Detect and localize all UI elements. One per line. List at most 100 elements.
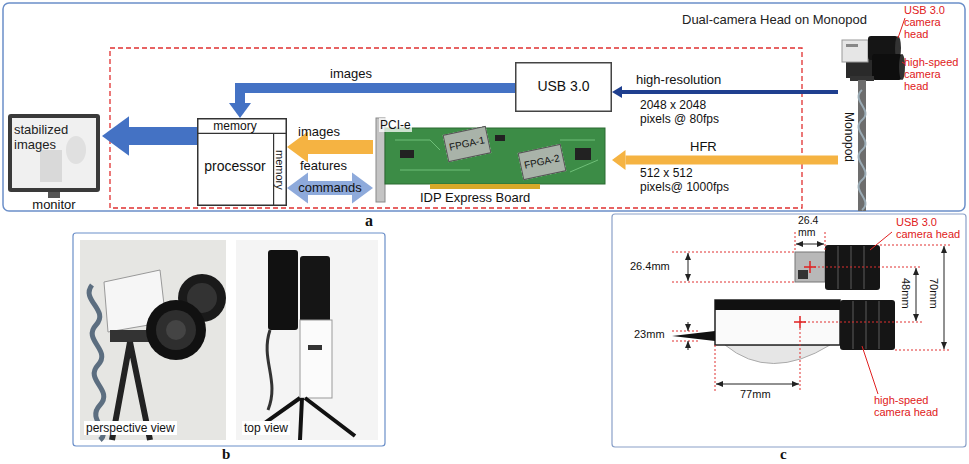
fpga-chip: FPGA-2 [518,144,567,181]
arrow-label: images [298,124,340,140]
arrow-head [102,116,129,156]
callout-text: high-speed camera head [874,394,954,418]
data-arrow [102,116,197,156]
arrow-shaft [308,140,373,154]
perspective-photo [156,310,196,350]
block-name: memory [197,119,273,133]
dimension: 77mm [740,388,771,401]
idp-express-board [495,135,505,141]
block-name: USB 3.0 [515,78,612,95]
callout-text: USB 3.0 camera head [904,4,966,40]
panel-border [73,233,385,446]
dual-camera-head [872,54,902,80]
monitor-illustration [66,136,86,164]
dimension-drawing [944,246,945,349]
top-view-photo [308,345,322,350]
perspective-photo [89,285,104,440]
dimension-drawing [688,253,689,281]
data-arrow [612,86,838,98]
top-view-photo [236,240,378,440]
arrow-shaft [240,88,515,103]
arrow-label: images [330,66,372,82]
dimension-drawing [862,232,892,394]
dimension-drawing [672,331,715,341]
dimension-drawing [672,252,795,282]
dimension-drawing [688,341,689,350]
arrow-head [612,86,622,98]
chip-name: FPGA-1 [444,134,490,155]
dimension-drawing [800,267,922,322]
perspective-photo [80,240,226,440]
arrow-head [229,103,251,118]
dimension-drawing [688,322,689,331]
board-box: PCI-eIDP Express BoardFPGA-1FPGA-2 [373,116,612,208]
top-view-photo [300,256,330,330]
monitor-illustration [12,118,96,188]
dual-camera-head [898,18,905,64]
panel-border [612,214,966,447]
idp-express-board [385,128,605,184]
arrow-label: commands [288,180,372,196]
memory-strip: memory [273,134,287,206]
dimension-drawing [715,328,800,392]
idp-express-board [400,150,414,158]
dimension-drawing [672,232,950,392]
camera-head: Monopod [838,34,904,211]
arrow-head [612,150,626,170]
block-name: memory [274,150,286,190]
dimension: 26.4 mm [798,214,826,238]
memory-strip: memory [197,118,287,134]
board-name: IDP Express Board [418,190,532,206]
monitor-illustration [40,150,62,182]
dimension-drawing [798,270,808,279]
dimension: 70mm [927,278,940,309]
dimension: 23mm [634,328,665,341]
dimension-drawing [916,268,917,321]
data-arrow [287,173,373,204]
processor-box: processormemorymemory [197,118,287,206]
top-view-photo [300,320,332,398]
dimension-drawing [880,245,950,350]
usb-interface-box: USB 3.0 [515,62,612,112]
idp-express-board [575,148,591,160]
spec-text: 2048 x 2048 pixels @ 80fps [640,98,736,126]
dual-camera-head [842,18,905,211]
dimension-drawing [794,261,816,328]
host-pc-dashed-box [110,48,802,208]
photo-caption: top view [242,421,290,435]
panel-border [3,3,965,211]
screen-text: stabilized images [14,122,78,152]
dimension-drawing [688,244,944,384]
callout-text: USB 3.0 camera head [896,216,962,240]
chip-name: FPGA-2 [519,152,565,173]
perspective-photo [146,300,206,360]
top-view-photo [267,330,272,410]
callout-text: high-speed camera head [904,56,966,92]
dimension: 48mm [899,278,912,309]
panel-letter: a [365,212,373,230]
perspective-photo [166,320,186,340]
dimension: 26.4mm [630,260,670,273]
arrow-text: features [300,158,347,174]
dimension-drawing [840,300,895,350]
spec-text: 512 x 512 pixels@ 1000fps [640,166,736,194]
arrow-shaft [622,90,838,94]
arrow-shaft [626,156,839,165]
block-name: processor [197,158,273,175]
dimension-drawing [716,384,799,385]
device-name: monitor [6,197,102,213]
dimension-drawing [715,300,840,310]
monitor-box: stabilized images monitor [6,114,102,214]
arrow-shaft [129,127,197,145]
figure-heading: Dual-camera Head on Monopod [682,12,867,28]
panel-letter: c [780,446,787,463]
monopod-name: Monopod [842,112,855,162]
perspective-photo [80,240,226,440]
dual-camera-head [842,40,868,62]
monitor-illustration [8,114,100,198]
monitor-illustration [8,114,100,192]
arrow-label: HFR [690,139,717,155]
